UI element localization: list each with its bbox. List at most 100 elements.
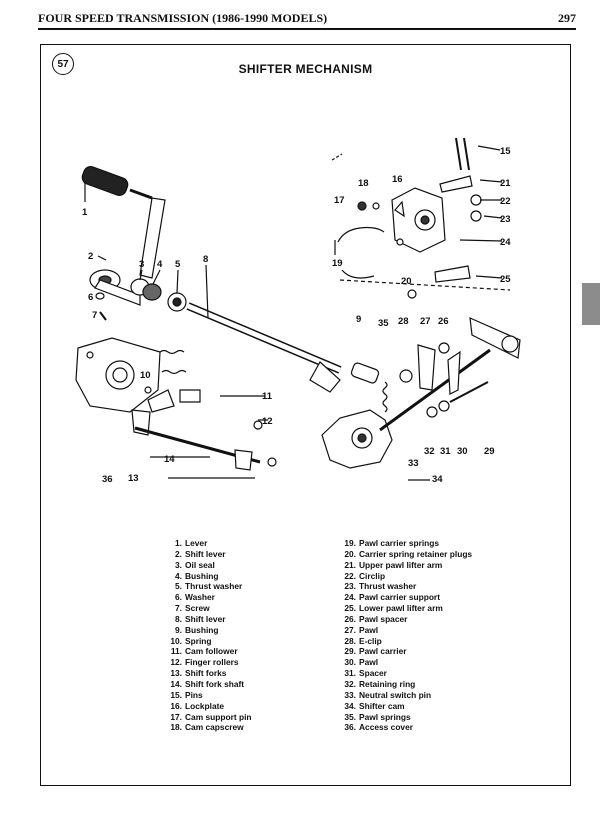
figure-frame [40, 44, 571, 786]
legend-item-label: Upper pawl lifter arm [359, 559, 443, 570]
legend-item: 23.Thrust washer [336, 581, 536, 592]
legend-item-number: 17. [170, 711, 182, 722]
legend-item-number: 16. [170, 700, 182, 711]
legend-item: 1.Lever [162, 538, 322, 549]
exploded-diagram: 1 2 3 4 5 6 7 8 9 10 11 12 13 14 15 16 1… [75, 137, 521, 485]
legend-item-label: Shift forks [185, 668, 227, 679]
callout-31: 31 [440, 446, 451, 457]
legend-item: 22.Circlip [336, 571, 536, 582]
legend-item: 28.E-clip [336, 636, 536, 647]
page-edge-tab [582, 283, 600, 325]
legend-item-label: Spring [185, 635, 212, 646]
callout-23: 23 [500, 214, 511, 225]
legend-item-number: 33. [344, 689, 356, 700]
callout-9: 9 [356, 314, 361, 325]
legend-item: 25.Lower pawl lifter arm [336, 603, 536, 614]
callout-33: 33 [408, 458, 419, 469]
legend-item-number: 10. [170, 635, 182, 646]
legend-item-number: 14. [170, 678, 182, 689]
legend-item-number: 9. [175, 624, 182, 635]
legend-item: 16.Lockplate [162, 701, 322, 712]
legend-item: 21.Upper pawl lifter arm [336, 560, 536, 571]
callout-19: 19 [332, 258, 343, 269]
legend-item-number: 21. [344, 559, 356, 570]
legend-item-number: 36. [344, 722, 356, 733]
callout-7: 7 [92, 310, 97, 321]
legend-item-number: 5. [175, 581, 182, 592]
legend-item-label: Lever [185, 538, 208, 548]
legend-item: 13.Shift forks [162, 668, 322, 679]
legend-item-label: Finger rollers [185, 657, 239, 668]
header-title: FOUR SPEED TRANSMISSION (1986-1990 MODEL… [38, 11, 328, 25]
legend-item: 17.Cam support pin [162, 712, 322, 723]
legend-item-label: Access cover [359, 722, 414, 733]
legend-item-number: 6. [175, 592, 182, 603]
legend-item-label: Shift fork shaft [185, 678, 245, 689]
callout-27: 27 [420, 316, 431, 327]
callout-2: 2 [88, 251, 93, 262]
callout-5: 5 [175, 259, 181, 270]
legend-item: 24.Pawl carrier support [336, 592, 536, 603]
legend-item-label: Pawl [359, 657, 379, 668]
legend-item: 33.Neutral switch pin [336, 690, 536, 701]
legend-item-label: Neutral switch pin [359, 689, 432, 700]
legend-item-number: 11. [170, 646, 182, 657]
legend-item-label: Pawl spacer [359, 613, 408, 624]
legend-item-label: Thrust washer [185, 581, 243, 592]
callout-26: 26 [438, 316, 449, 327]
callout-6: 6 [88, 292, 93, 303]
legend-item-label: Pins [185, 689, 203, 700]
callout-8: 8 [203, 254, 208, 265]
legend-item-number: 27. [344, 624, 356, 635]
legend-item-label: Shift lever [185, 613, 226, 624]
legend-item-label: Screw [185, 603, 210, 614]
legend-item-number: 18. [170, 722, 182, 733]
callout-numbers: 1 2 3 4 5 6 7 8 9 10 11 12 13 14 15 16 1… [82, 146, 511, 485]
legend-item-label: Lockplate [185, 700, 225, 711]
legend-item: 34.Shifter cam [336, 701, 536, 712]
legend-item-label: Retaining ring [359, 678, 416, 689]
callout-22: 22 [500, 196, 511, 207]
legend-item: 14.Shift fork shaft [162, 679, 322, 690]
legend-item-number: 31. [344, 668, 356, 679]
legend-item-label: Shift lever [185, 548, 226, 559]
legend-item-number: 26. [344, 613, 356, 624]
legend-item: 8.Shift lever [162, 614, 322, 625]
callout-17: 17 [334, 195, 345, 206]
callout-3: 3 [139, 259, 144, 270]
legend-item-number: 7. [175, 603, 182, 614]
callout-14: 14 [164, 454, 175, 465]
callout-24: 24 [500, 237, 511, 248]
legend-item-number: 8. [175, 613, 182, 624]
callout-35: 35 [378, 318, 389, 329]
callout-36: 36 [102, 474, 113, 485]
legend-item-label: Cam follower [185, 646, 238, 657]
legend-item-label: E-clip [359, 635, 382, 646]
legend-item-label: Pawl carrier springs [359, 538, 440, 548]
legend-item-number: 2. [175, 548, 182, 559]
callout-34: 34 [432, 474, 443, 485]
figure-number-badge: 57 [52, 53, 74, 75]
legend-item-label: Bushing [185, 570, 219, 581]
figure-title: SHIFTER MECHANISM [238, 62, 373, 76]
legend-item-number: 35. [344, 711, 356, 722]
legend-item: 5.Thrust washer [162, 581, 322, 592]
legend-item: 10.Spring [162, 636, 322, 647]
callout-13: 13 [128, 473, 139, 484]
legend-item-number: 3. [175, 559, 182, 570]
legend-item: 12.Finger rollers [162, 657, 322, 668]
legend-item: 6.Washer [162, 592, 322, 603]
callout-20: 20 [401, 276, 412, 287]
legend-item: 15.Pins [162, 690, 322, 701]
lever-part [81, 166, 166, 291]
legend-item: 20.Carrier spring retainer plugs [336, 549, 536, 560]
callout-1: 1 [82, 207, 88, 218]
callout-16: 16 [392, 174, 403, 185]
legend-item-label: Circlip [359, 570, 386, 581]
legend-item: 3.Oil seal [162, 560, 322, 571]
callout-10: 10 [140, 370, 151, 381]
page-header: FOUR SPEED TRANSMISSION (1986-1990 MODEL… [38, 8, 576, 30]
legend-item: 32.Retaining ring [336, 679, 536, 690]
legend-item-label: Pawl [359, 624, 379, 635]
